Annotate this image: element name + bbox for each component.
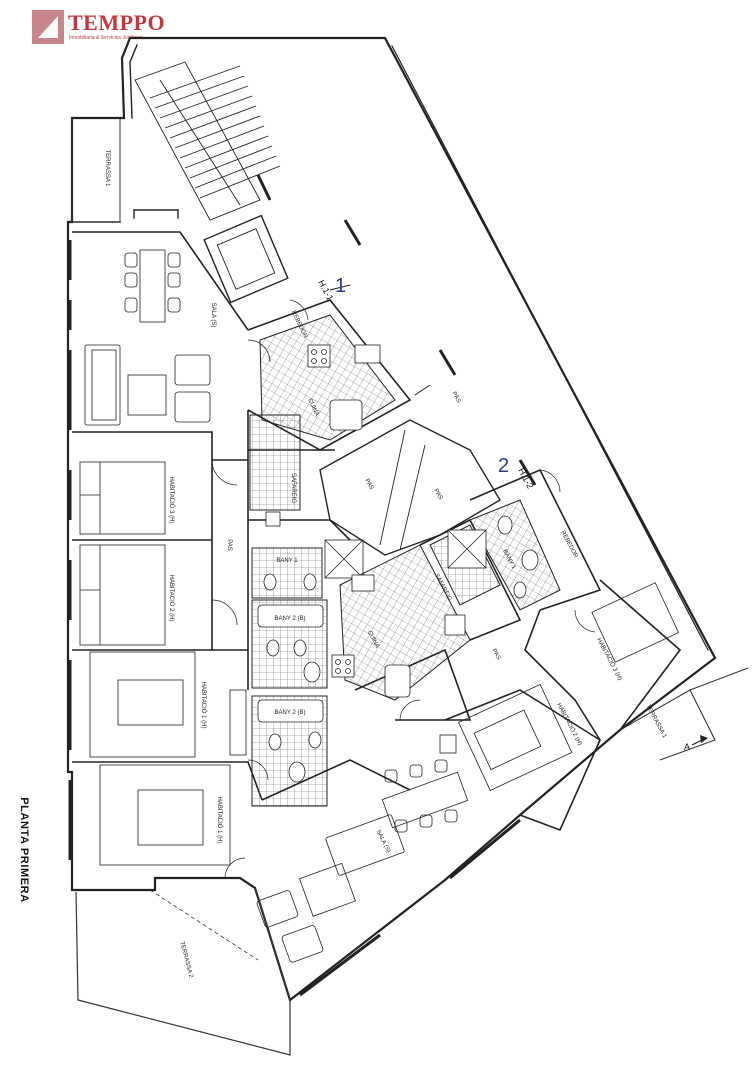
label-pas-3: PAS xyxy=(432,488,443,501)
brand-name: TEMPPO xyxy=(68,10,166,35)
brand-tagline: Inmobiliaria & Servicios Jurídicos xyxy=(69,35,143,41)
tiled-areas-unit-1 xyxy=(249,314,396,807)
label-hab3-right: HABITACIÓ 3 (H) xyxy=(595,637,623,682)
label-pas-5: PAS xyxy=(491,648,502,661)
section-marker: A xyxy=(684,735,708,752)
staircase xyxy=(134,61,289,304)
unit-1-number: 1 xyxy=(335,275,346,297)
beds-unit-1 xyxy=(79,461,247,866)
dining-table-1 xyxy=(124,249,181,323)
label-hab2-right: HABITACIÓ 2 (H) xyxy=(555,702,583,747)
doors xyxy=(211,299,596,879)
plan-title: PLANTA PRIMERA xyxy=(14,790,34,910)
label-hab3-left: HABITACIÓ 3 (H) xyxy=(168,477,175,524)
label-hab2-left: HABITACIÓ 2 (H) xyxy=(168,575,175,622)
label-pas-4: PAS xyxy=(451,391,462,404)
section-marker-label: A xyxy=(684,742,690,752)
unit-1-code: H.1-1 xyxy=(316,278,335,302)
label-sala-1: SALA (S) xyxy=(210,303,216,328)
label-safareig-1: SAFAREIG xyxy=(290,473,296,503)
label-bany-2b: BANY 2 (B) xyxy=(275,710,306,716)
label-pas-2: PAS xyxy=(363,478,374,491)
fixtures-unit-1 xyxy=(257,344,381,783)
section-arrowhead-icon xyxy=(700,735,708,743)
label-bany-1: BANY 1 xyxy=(276,558,298,564)
brand-logo: TEMPPO Inmobiliaria & Servicios Jurídico… xyxy=(32,8,166,48)
dining-table-2 xyxy=(381,759,469,833)
label-rebedor-2: REBEDOR xyxy=(559,530,579,560)
terraces xyxy=(71,118,749,1056)
label-terrassa-2: TERRASSA 2 xyxy=(178,941,194,979)
common-hall xyxy=(319,284,501,556)
unit-h12-walls xyxy=(261,468,682,832)
windows xyxy=(68,174,537,997)
label-bany-2a: BANY 2 (B) xyxy=(275,616,306,622)
logo-mark-icon xyxy=(32,10,64,44)
fixtures-unit-2 xyxy=(331,515,539,754)
plan-title-text: PLANTA PRIMERA xyxy=(18,797,30,903)
label-sala-2: SALA (S) xyxy=(374,829,391,854)
living-furniture-2 xyxy=(256,814,405,963)
beds-unit-2 xyxy=(458,582,680,791)
label-hab1-left: HABITACIÓ 1 (H) xyxy=(200,682,207,729)
label-terrassa-1-left: TERRASSA 1 xyxy=(104,149,110,187)
unit-2-number: 2 xyxy=(498,455,509,477)
living-furniture-1 xyxy=(84,344,211,426)
label-pas-1: PAS xyxy=(226,539,232,551)
label-hab1-bottom: HABITACIÓ 1 (H) xyxy=(216,797,223,844)
unit-h11-walls xyxy=(72,231,412,801)
